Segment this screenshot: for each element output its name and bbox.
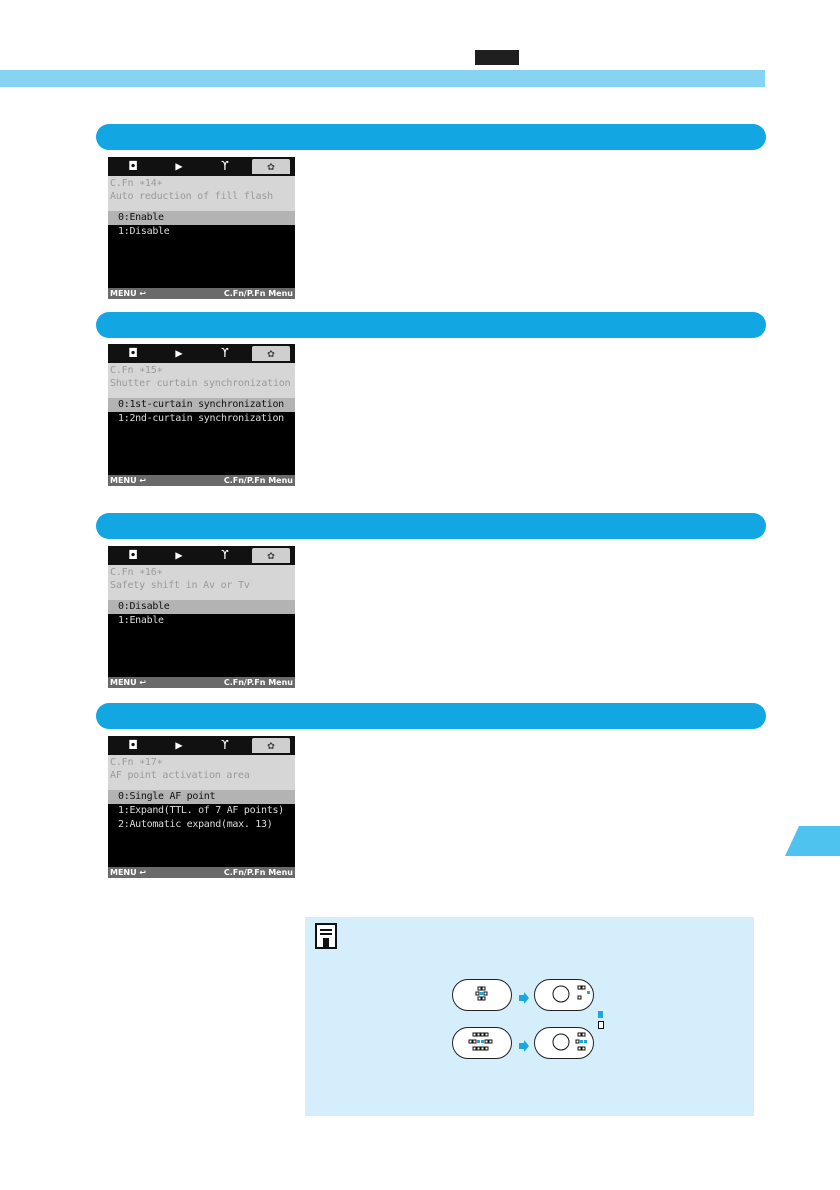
tools-icon: ϒ	[221, 548, 229, 562]
lcd-footer: MENU ↩ C.Fn/P.Fn Menu	[108, 288, 295, 299]
lcd-footer: MENU ↩ C.Fn/P.Fn Menu	[108, 677, 295, 688]
camera-icon: ◘	[129, 346, 137, 360]
lcd-menu-tabs: ◘ ▶ ϒ ✿	[108, 157, 295, 176]
lcd-footer-mode: C.Fn/P.Fn Menu	[223, 289, 293, 298]
lcd-selection-highlight	[108, 398, 295, 412]
lcd-footer-menu: MENU ↩	[110, 476, 147, 485]
tools-icon: ϒ	[221, 346, 229, 360]
af-pattern-single-before	[452, 979, 512, 1011]
playback-icon: ▶	[175, 548, 183, 562]
af-pattern-expand-before	[452, 1027, 512, 1059]
lcd-menu-tabs: ◘ ▶ ϒ ✿	[108, 344, 295, 363]
camera-icon: ◘	[129, 738, 137, 752]
lcd-option: 0:Single AF point	[118, 791, 216, 802]
lcd-option: 0:1st-curtain synchronization	[118, 399, 284, 410]
arrow-right-icon	[519, 1037, 529, 1056]
lcd-footer-menu: MENU ↩	[110, 289, 147, 298]
af-point-pattern-icon	[468, 1032, 493, 1051]
af-point-pattern-icon	[552, 985, 590, 1003]
af-point-pattern-icon	[475, 986, 488, 1001]
section-bar-cfn15	[96, 312, 766, 338]
lcd-footer: MENU ↩ C.Fn/P.Fn Menu	[108, 867, 295, 878]
lcd-option: 2:Automatic expand(max. 13)	[118, 819, 273, 830]
lcd-function-number: C.Fn ∗15∗	[110, 365, 163, 376]
lcd-footer-menu: MENU ↩	[110, 678, 147, 687]
lcd-screen-cfn15: ◘ ▶ ϒ ✿ C.Fn ∗15∗ Shutter curtain synchroniza…	[108, 344, 295, 486]
camera-icon: ◘	[129, 548, 137, 562]
playback-icon: ▶	[175, 159, 183, 173]
note-icon	[315, 923, 337, 953]
arrow-right-icon	[519, 989, 529, 1008]
custom-function-icon: ✿	[252, 346, 290, 361]
lcd-function-number: C.Fn ∗16∗	[110, 567, 163, 578]
lcd-menu-tabs: ◘ ▶ ϒ ✿	[108, 736, 295, 755]
lcd-selection-highlight	[108, 600, 295, 614]
lcd-footer-menu: MENU ↩	[110, 868, 147, 877]
lcd-header: C.Fn ∗16∗ Safety shift in Av or Tv	[108, 565, 295, 600]
lcd-option: 1:Disable	[118, 226, 170, 237]
lcd-function-name: AF point activation area	[110, 770, 250, 781]
custom-function-icon: ✿	[252, 159, 290, 174]
af-pattern-single-after	[534, 979, 594, 1011]
lcd-header: C.Fn ∗14∗ Auto reduction of fill flash	[108, 176, 295, 211]
camera-icon: ◘	[129, 159, 137, 173]
section-bar-cfn17	[96, 703, 766, 729]
lcd-function-name: Shutter curtain synchronization	[110, 378, 291, 389]
lcd-option: 1:Enable	[118, 615, 164, 626]
tools-icon: ϒ	[221, 159, 229, 173]
lcd-screen-cfn16: ◘ ▶ ϒ ✿ C.Fn ∗16∗ Safety shift in Av or Tv 0:D…	[108, 546, 295, 688]
lcd-menu-tabs: ◘ ▶ ϒ ✿	[108, 546, 295, 565]
lcd-function-number: C.Fn ∗14∗	[110, 178, 163, 189]
lcd-header: C.Fn ∗17∗ AF point activation area	[108, 755, 295, 790]
custom-function-icon: ✿	[252, 548, 290, 563]
chapter-side-tab	[785, 826, 840, 856]
af-pattern-expand-after	[534, 1027, 594, 1059]
legend-active-square	[598, 1011, 603, 1018]
lcd-selection-highlight	[108, 790, 295, 804]
playback-icon: ▶	[175, 346, 183, 360]
lcd-option: 1:2nd-curtain synchronization	[118, 413, 284, 424]
lcd-screen-cfn17: ◘ ▶ ϒ ✿ C.Fn ∗17∗ AF point activation area 0:S…	[108, 736, 295, 878]
lcd-footer-mode: C.Fn/P.Fn Menu	[223, 476, 293, 485]
lcd-footer: MENU ↩ C.Fn/P.Fn Menu	[108, 475, 295, 486]
lcd-function-name: Safety shift in Av or Tv	[110, 580, 250, 591]
lcd-option: 1:Expand(TTL. of 7 AF points)	[118, 805, 284, 816]
lcd-option: 0:Enable	[118, 212, 164, 223]
lcd-option: 0:Disable	[118, 601, 170, 612]
section-bar-cfn16	[96, 513, 766, 539]
lcd-screen-cfn14: ◘ ▶ ϒ ✿ C.Fn ∗14∗ Auto reduction of fill flas…	[108, 157, 295, 299]
custom-function-icon: ✿	[252, 738, 290, 753]
lcd-header: C.Fn ∗15∗ Shutter curtain synchronization	[108, 363, 295, 398]
lcd-footer-mode: C.Fn/P.Fn Menu	[223, 678, 293, 687]
af-point-pattern-icon	[552, 1032, 587, 1051]
section-bar-cfn14	[96, 124, 766, 150]
legend-inactive-square	[598, 1021, 604, 1029]
header-band	[0, 70, 765, 87]
lcd-function-name: Auto reduction of fill flash	[110, 191, 273, 202]
lcd-footer-mode: C.Fn/P.Fn Menu	[223, 868, 293, 877]
header-dark-tab	[475, 50, 519, 65]
lcd-function-number: C.Fn ∗17∗	[110, 757, 163, 768]
tools-icon: ϒ	[221, 738, 229, 752]
lcd-selection-highlight	[108, 211, 295, 225]
playback-icon: ▶	[175, 738, 183, 752]
note-box	[305, 917, 754, 1116]
